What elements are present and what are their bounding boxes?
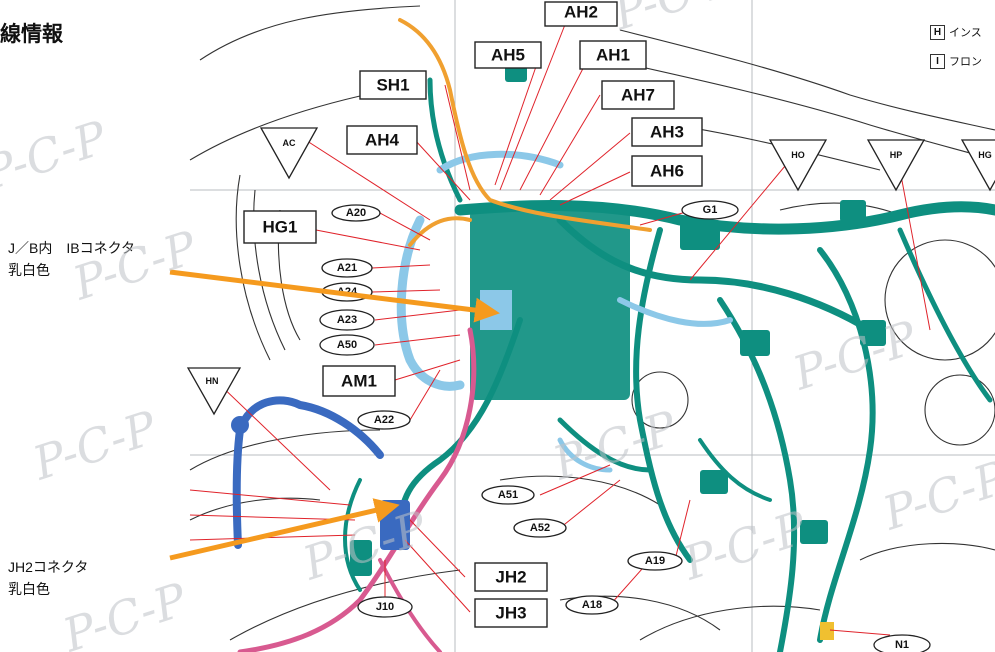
callout-jh2-line2: 乳白色: [8, 581, 50, 597]
svg-text:AH4: AH4: [365, 131, 400, 150]
leader-lines: [189, 16, 931, 636]
svg-text:A21: A21: [337, 262, 357, 274]
callout-jh2-line1: JH2コネクタ: [8, 559, 89, 575]
svg-text:A23: A23: [337, 314, 357, 326]
connector-oval-a50: A50: [319, 334, 375, 356]
connector-box-ah3: AH3: [631, 117, 703, 147]
svg-text:AH3: AH3: [650, 123, 684, 142]
svg-text:N1: N1: [895, 639, 909, 651]
svg-text:HN: HN: [206, 376, 219, 386]
svg-text:A20: A20: [346, 207, 366, 219]
connector-oval-g1: G1: [681, 200, 739, 220]
connector-box-jh3: JH3: [474, 598, 548, 628]
svg-text:HP: HP: [890, 150, 903, 160]
triangle-marker-hp: HP: [866, 139, 926, 192]
connector-oval-n1: N1: [873, 634, 931, 652]
svg-text:AH6: AH6: [650, 162, 684, 181]
svg-text:P-C-P: P-C-P: [56, 572, 194, 652]
svg-text:G1: G1: [703, 204, 718, 216]
wire-orange: [398, 18, 834, 640]
svg-text:A52: A52: [530, 522, 550, 534]
svg-text:P-C-P: P-C-P: [66, 220, 204, 311]
harness-lightblue: [396, 150, 733, 473]
svg-text:SH1: SH1: [376, 76, 409, 95]
svg-text:A51: A51: [498, 489, 518, 501]
page-title: 線情報: [0, 23, 63, 46]
connector-box-jh2: JH2: [474, 562, 548, 592]
svg-text:P-C-P: P-C-P: [606, 0, 744, 41]
triangle-marker-hn: HN: [186, 367, 242, 416]
svg-text:HG1: HG1: [263, 218, 298, 237]
callout-jh2-connector: JH2コネクタ 乳白色: [8, 556, 88, 600]
svg-text:AH1: AH1: [596, 46, 630, 65]
connector-oval-a19: A19: [627, 551, 683, 571]
triangle-marker-ho: HO: [768, 139, 828, 192]
connector-box-sh1: SH1: [359, 70, 427, 100]
svg-text:HO: HO: [791, 150, 805, 160]
svg-text:AM1: AM1: [341, 372, 377, 391]
svg-text:P-C-P: P-C-P: [26, 400, 164, 491]
callout-jb-line1: J／B内 IBコネクタ: [8, 240, 136, 256]
callout-arrow-jh2: [169, 498, 400, 561]
connector-box-hg1: HG1: [243, 210, 317, 244]
svg-text:A22: A22: [374, 414, 394, 426]
triangle-marker-ac: AC: [259, 127, 319, 180]
svg-text:A50: A50: [337, 339, 357, 351]
svg-text:P-C-P: P-C-P: [546, 400, 684, 491]
connector-box-ah5: AH5: [474, 41, 542, 69]
connector-oval-j10: J10: [357, 596, 413, 618]
legend-item-h: H インス: [930, 24, 982, 40]
connector-box-ah4: AH4: [346, 125, 418, 155]
connector-oval-a20: A20: [331, 204, 381, 222]
connector-oval-a51: A51: [481, 485, 535, 505]
svg-text:JH2: JH2: [495, 568, 526, 587]
callout-jb-connector: J／B内 IBコネクタ 乳白色: [8, 237, 135, 281]
svg-text:AH7: AH7: [621, 86, 655, 105]
connector-box-ah2: AH2: [544, 1, 618, 27]
connector-box-ah1: AH1: [579, 40, 647, 70]
svg-text:AC: AC: [283, 138, 296, 148]
svg-text:A19: A19: [645, 555, 665, 567]
connector-oval-a18: A18: [565, 595, 619, 615]
connector-oval-a52: A52: [513, 518, 567, 538]
callout-jb-line2: 乳白色: [8, 262, 50, 278]
harness-main: [343, 60, 995, 652]
connector-box-am1: AM1: [322, 365, 396, 397]
svg-text:J10: J10: [376, 601, 394, 613]
svg-text:A18: A18: [582, 599, 602, 611]
legend-text-h: インス: [949, 27, 982, 39]
svg-text:AH5: AH5: [491, 46, 525, 65]
connector-box-ah6: AH6: [631, 155, 703, 187]
legend-text-i: フロン: [949, 56, 982, 68]
svg-text:P-C-P: P-C-P: [876, 450, 995, 541]
connector-oval-a23: A23: [319, 309, 375, 331]
svg-text:HG: HG: [978, 150, 992, 160]
svg-text:AH2: AH2: [564, 3, 598, 22]
legend-key-i: I: [930, 53, 945, 69]
svg-text:JH3: JH3: [495, 604, 526, 623]
legend-item-i: I フロン: [930, 53, 982, 69]
triangle-marker-hg: HG: [960, 139, 995, 192]
connector-oval-a21: A21: [321, 258, 373, 278]
callout-arrow-jb: [169, 269, 500, 323]
legend-key-h: H: [930, 24, 945, 40]
svg-text:P-C-P: P-C-P: [0, 110, 114, 201]
connector-oval-a22: A22: [357, 410, 411, 430]
connector-box-ah7: AH7: [601, 80, 675, 110]
